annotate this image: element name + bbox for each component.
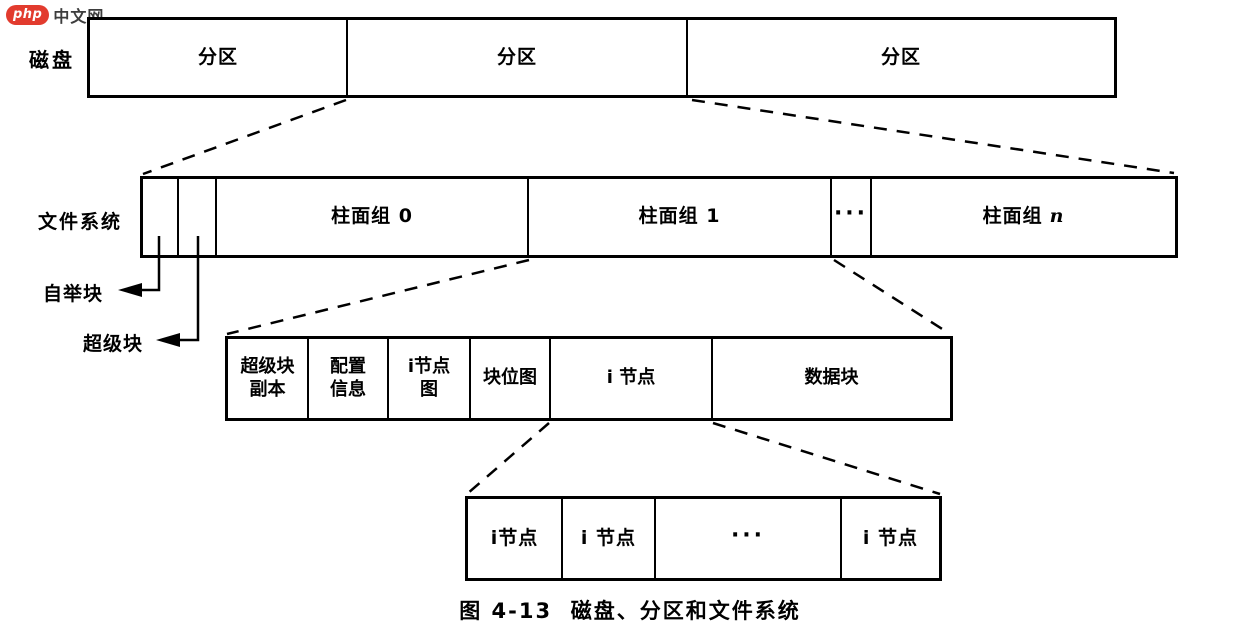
expand-line-partition-right <box>691 98 1175 175</box>
cylinder-group-n-cell: 柱面组 n <box>872 179 1175 255</box>
inode-ellipsis-cell: ··· <box>656 499 842 578</box>
site-logo: php 中文网 <box>6 3 104 27</box>
cylinder-group-detail-bar: 超级块 副本 配置 信息 i节点 图 块位图 i 节点 数据块 <box>225 336 953 421</box>
filesystem-label: 文件系统 <box>38 211 123 233</box>
expand-line-cg-left <box>226 258 530 336</box>
config-info-cell: 配置 信息 <box>309 339 389 418</box>
expand-line-cg-right <box>833 258 951 336</box>
cylinder-group-0-cell: 柱面组 0 <box>217 179 529 255</box>
inodes-cell: i 节点 <box>551 339 713 418</box>
filesystem-bar: 柱面组 0 柱面组 1 ··· 柱面组 n <box>140 176 1178 258</box>
expand-line-inode-right <box>712 421 941 496</box>
block-bitmap-cell: 块位图 <box>471 339 551 418</box>
inode-map-cell: i节点 图 <box>389 339 471 418</box>
super-block-cell <box>179 179 217 255</box>
figure-caption: 图 4-13 磁盘、分区和文件系统 <box>459 599 801 623</box>
partition-cell-1: 分区 <box>90 20 348 95</box>
partition-cell-2: 分区 <box>348 20 688 95</box>
inode-list-bar: i节点 i 节点 ··· i 节点 <box>465 496 942 581</box>
super-block-arrowhead-icon <box>156 333 180 347</box>
cylinder-group-1-cell: 柱面组 1 <box>529 179 832 255</box>
boot-block-label: 自举块 <box>43 283 104 305</box>
disk-bar: 分区 分区 分区 <box>87 17 1117 98</box>
inode-cell-1: i节点 <box>468 499 563 578</box>
data-blocks-cell: 数据块 <box>804 367 859 389</box>
inode-cell-n: i 节点 <box>862 526 919 549</box>
super-block-label: 超级块 <box>83 333 144 355</box>
inode-cell-2: i 节点 <box>563 499 656 578</box>
boot-block-cell <box>143 179 179 255</box>
disk-label: 磁盘 <box>29 48 75 72</box>
cylinder-group-n-text: 柱面组 <box>982 205 1043 228</box>
cylinder-group-n-variable: n <box>1049 205 1065 228</box>
partition-cell-3: 分区 <box>880 45 921 68</box>
boot-block-arrowhead-icon <box>118 283 142 297</box>
superblock-copy-cell: 超级块 副本 <box>228 339 309 418</box>
cylinder-group-ellipsis-cell: ··· <box>832 179 872 255</box>
php-logo-badge: php <box>6 5 50 25</box>
expand-line-partition-left <box>142 98 347 176</box>
expand-line-inode-left <box>466 422 550 495</box>
